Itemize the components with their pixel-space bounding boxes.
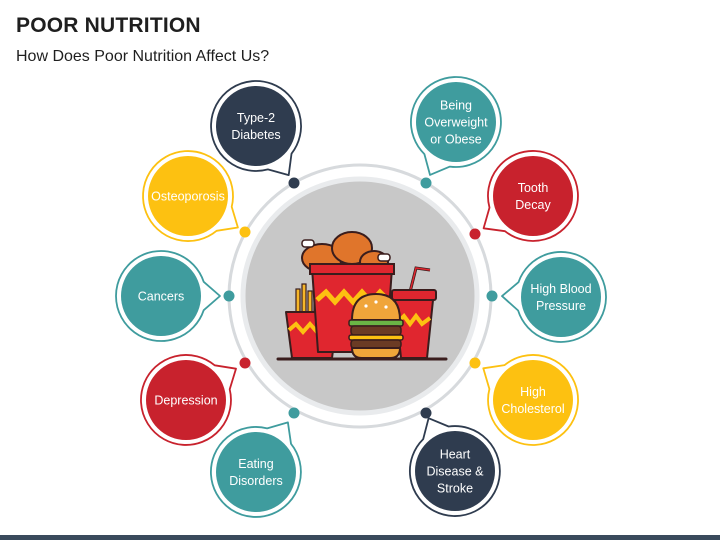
bubble-circle	[416, 82, 496, 162]
bubble-label: Depression	[154, 394, 217, 408]
bubble-label-line: Disorders	[229, 474, 283, 488]
bubble-label-line: Diabetes	[231, 128, 280, 142]
drink-cup-icon	[391, 266, 437, 359]
page-subtitle: How Does Poor Nutrition Affect Us?	[16, 48, 270, 65]
bubble-label-line: Heart	[440, 448, 471, 462]
bubble-label-line: Disease &	[427, 465, 485, 479]
bubble-osteoporosis: Osteoporosis	[142, 150, 251, 242]
bubble-label-line: Stroke	[437, 482, 473, 496]
bubble-label-line: Type-2	[237, 111, 275, 125]
bubble-outline	[210, 80, 302, 176]
bubble-circle	[493, 360, 573, 440]
burger-icon	[348, 292, 404, 359]
connector-dot	[420, 407, 432, 419]
connector-dot	[288, 177, 300, 189]
bubble-label-line: or Obese	[430, 133, 481, 147]
bubble-cancers: Cancers	[115, 250, 235, 342]
bubble-label-line: Eating	[238, 457, 273, 471]
connector-dot	[239, 226, 251, 238]
bubble-outline	[501, 251, 607, 343]
footer-bar	[0, 535, 720, 540]
bubble-label-line: Cancers	[138, 290, 185, 304]
bubble-circle	[216, 86, 296, 166]
bubble-outline	[409, 417, 501, 517]
bubble-depression: Depression	[140, 354, 251, 446]
bubble-outline	[142, 150, 239, 242]
bubble-circle	[493, 156, 573, 236]
bubble-outline	[482, 150, 579, 242]
bubble-label-line: Cholesterol	[501, 402, 564, 416]
bubble-circle	[521, 257, 601, 337]
bubble-outline	[115, 250, 221, 342]
connector-dot	[420, 177, 432, 189]
connector-dot	[469, 228, 481, 240]
bubble-label-line: Depression	[154, 394, 217, 408]
bubble-outline	[210, 421, 302, 518]
bubble-outline	[410, 76, 502, 176]
bubble-circle	[216, 432, 296, 512]
bubble-label-line: Pressure	[536, 299, 586, 313]
connector-dot	[288, 407, 300, 419]
bubble-circle	[415, 431, 495, 511]
bubble-label-line: Decay	[515, 198, 551, 212]
bubble-outline	[140, 354, 237, 446]
bubble-circle	[121, 256, 201, 336]
bubble-label: Cancers	[138, 290, 185, 304]
bubble-circle	[146, 360, 226, 440]
bubble-label-line: High	[520, 385, 546, 399]
connector-dot	[223, 290, 235, 302]
connector-dot	[486, 290, 498, 302]
bubble-circle	[148, 156, 228, 236]
bubble-label-line: Osteoporosis	[151, 190, 225, 204]
bubble-label-line: High Blood	[530, 282, 591, 296]
bubble-label-line: Tooth	[518, 181, 549, 195]
fast-food-illustration	[276, 231, 448, 361]
bubble-label-line: Being	[440, 99, 472, 113]
connector-dot	[469, 357, 481, 369]
bubble-label-line: Overweight	[424, 116, 488, 130]
connector-dot	[239, 357, 251, 369]
bubble-outline	[482, 354, 579, 446]
page-title: POOR NUTRITION	[16, 14, 201, 37]
bubble-label: Osteoporosis	[151, 190, 225, 204]
